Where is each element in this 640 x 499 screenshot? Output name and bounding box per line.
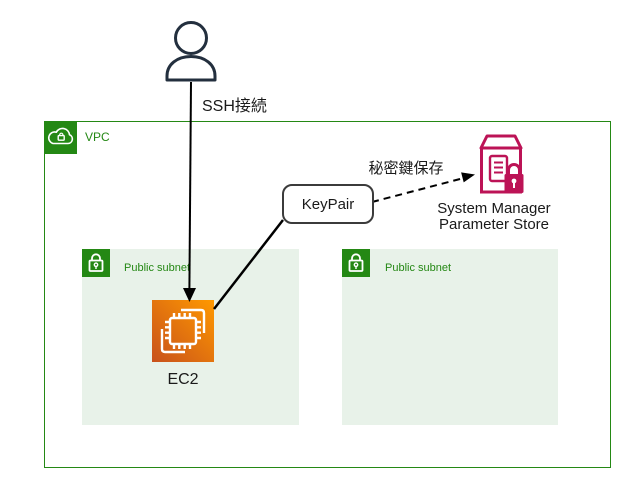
save-secret-edge-label: 秘密鍵保存 [368, 160, 444, 177]
lock-glyph [88, 253, 104, 272]
ec2-label: EC2 [167, 371, 199, 388]
vpc-label: VPC [85, 130, 110, 144]
cloud-lock-glyph [47, 127, 74, 145]
vpc-icon[interactable] [44, 121, 77, 154]
vpc-group-box [44, 121, 611, 468]
lock-glyph [348, 253, 364, 272]
parameter-store-label-line2: Parameter Store [438, 216, 550, 233]
parameter-store-label: System Manager Parameter Store [419, 201, 569, 233]
ec2-icon[interactable] [152, 300, 214, 362]
ec2-chip-glyph [160, 308, 206, 354]
subnet-right [342, 249, 558, 425]
parameter-store-label-line1: System Manager [437, 200, 551, 217]
keypair-box[interactable]: KeyPair [282, 184, 374, 224]
ssh-edge-label: SSH接続 [202, 98, 267, 115]
parameter-store-icon[interactable] [477, 134, 525, 196]
subnet-right-label: Public subnet [385, 262, 452, 274]
parameter-store-glyph [479, 134, 524, 194]
subnet-left-label: Public subnet [124, 262, 191, 274]
user-person-icon[interactable] [165, 21, 217, 82]
subnet-left-lock-icon[interactable] [82, 249, 110, 277]
keypair-label: KeyPair [301, 195, 355, 213]
subnet-right-lock-icon[interactable] [342, 249, 370, 277]
